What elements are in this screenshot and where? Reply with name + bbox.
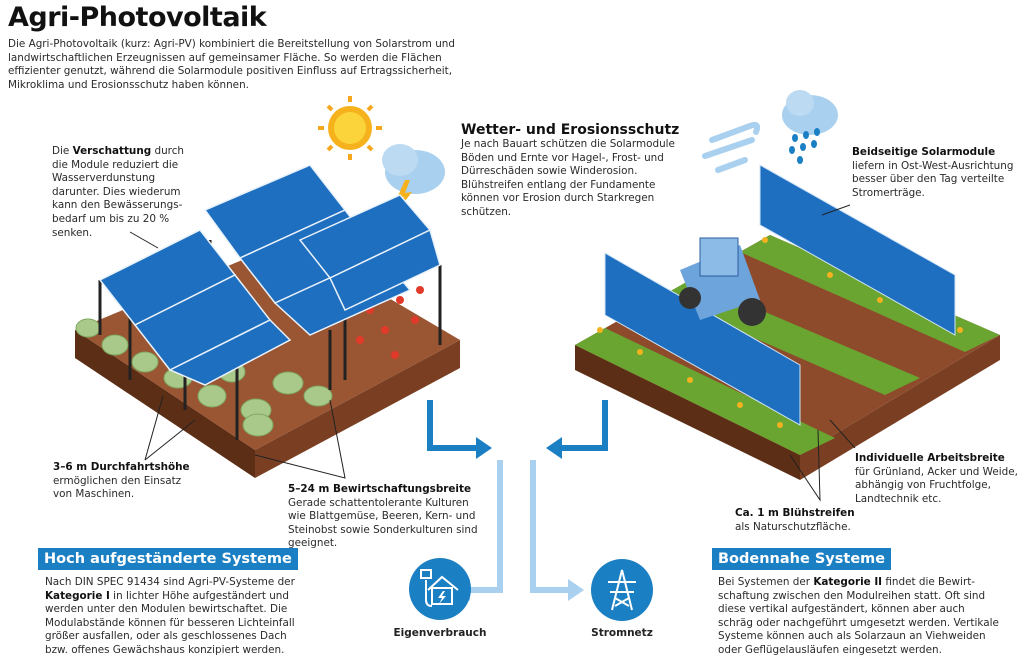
arrow-from-elevated <box>427 400 478 451</box>
vertical-system-illustration <box>575 164 1000 480</box>
intro-line: Die Agri-Photovoltaik (kurz: Agri-PV) ko… <box>8 38 455 50</box>
arrow-from-ground <box>560 400 608 451</box>
intro-line: Mikroklima und Erosionsschutz haben könn… <box>8 78 249 91</box>
sun-icon <box>318 96 382 160</box>
weather-heading: Wetter- und Erosionsschutz <box>461 122 680 138</box>
wind-icon <box>702 121 761 173</box>
workwidth-callout: Individuelle Arbeitsbreite für Grünland,… <box>855 452 1018 505</box>
elevated-system-illustration <box>75 164 460 478</box>
ground-text: Bei Systemen der Kategorie II findet die… <box>718 576 999 656</box>
grid-label: Stromnetz <box>591 627 653 639</box>
bifacial-callout: Beidseitige Solarmodule liefern in Ost-W… <box>852 146 1014 199</box>
arrow-to-grid <box>530 460 570 593</box>
elevated-text: Nach DIN SPEC 91434 sind Agri-PV-Systeme… <box>45 576 295 656</box>
tractor-icon <box>679 237 766 326</box>
page-title: Agri-Photovoltaik <box>8 2 267 33</box>
power-pylon-icon <box>591 559 653 621</box>
intro-line: landwirtschaftlichen Erzeugnissen auf ge… <box>8 51 442 64</box>
self-consumption-icon <box>409 558 471 620</box>
weather-callout: Wetter- und Erosionsschutz Je nach Bauar… <box>461 122 680 218</box>
shading-term: Verschattung <box>72 145 152 157</box>
arrow-to-self <box>468 460 503 593</box>
ground-heading: Bodennahe Systeme <box>712 548 892 570</box>
width-callout: 5–24 m Bewirtschaftungsbreite Gerade sch… <box>288 483 478 550</box>
intro-text: Die Agri-Photovoltaik (kurz: Agri-PV) ko… <box>8 38 455 92</box>
leader-lines <box>129 204 856 502</box>
shading-callout: Die Verschattung durch die Module reduzi… <box>52 145 184 239</box>
height-callout: 3–6 m Durchfahrtshöhe ermöglichen den Ei… <box>53 461 190 501</box>
rain-cloud-icon <box>782 90 838 164</box>
storm-cloud-icon <box>382 144 445 210</box>
flowerstrip-callout: Ca. 1 m Blühstreifen als Naturschutzfläc… <box>735 507 855 533</box>
intro-line: effizienter genutzt, während die Solarmo… <box>8 65 452 78</box>
self-consumption-label: Eigenverbrauch <box>393 627 487 639</box>
elevated-heading: Hoch aufgeständerte Systeme <box>38 548 298 570</box>
